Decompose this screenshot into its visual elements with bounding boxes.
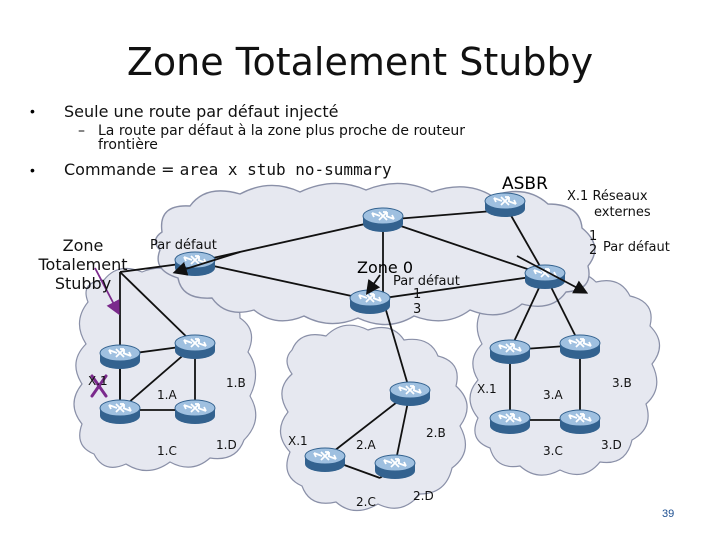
router-icon <box>489 339 531 365</box>
ext-x1-label: X.1 Réseaux <box>567 189 648 204</box>
router-icon <box>374 454 416 480</box>
par-defaut-center: Par défaut <box>393 274 460 289</box>
bullet-2-command: area x stub no-summary <box>179 160 392 179</box>
router-icon <box>349 289 391 315</box>
asbr-label: ASBR <box>502 174 548 194</box>
area3-d-label: 3.D <box>601 438 622 452</box>
router-icon <box>362 207 404 233</box>
area2-x1-label: X.1 <box>288 434 308 448</box>
bullet-dot-1: • <box>30 103 35 119</box>
area3-x1-label: X.1 <box>477 382 497 396</box>
area1-c-label: 1.C <box>157 444 177 458</box>
ext-reseaux-text: Réseaux <box>592 189 648 204</box>
arrow-icon <box>516 255 589 294</box>
num-2-right: 2 <box>589 243 598 258</box>
arrow-icon <box>94 267 120 316</box>
num-1-center: 1 <box>413 287 422 302</box>
par-defaut-right: Par défaut <box>603 240 670 255</box>
num-1-right: 1 <box>589 229 598 244</box>
bullet-2-prefix: Commande = <box>64 160 175 179</box>
router-icon <box>174 399 216 425</box>
zone-left-line1: Zone <box>62 236 104 255</box>
zone-left-line3: Stubby <box>54 274 112 293</box>
area1-x1-label: X.1 <box>88 374 108 388</box>
bullet-1-dash: – <box>78 123 85 139</box>
router-icon <box>99 399 141 425</box>
zone0-label: Zone 0 <box>357 258 413 277</box>
zone-left-label: Zone Totalement Stubby <box>24 236 142 293</box>
router-icon <box>174 251 216 277</box>
bullet-1-sub-line1: La route par défaut à la zone plus proch… <box>98 123 466 139</box>
area2-c-label: 2.C <box>356 495 376 509</box>
arrow-icon <box>365 274 381 295</box>
area1-d-label: 1.D <box>216 438 237 452</box>
ext-x1-text: X.1 <box>567 189 589 204</box>
router-icon <box>389 381 431 407</box>
arrow-icon <box>172 251 241 276</box>
bullet-dot-2: • <box>30 162 35 178</box>
router-icon <box>489 409 531 435</box>
bullet-1-sub-line2: frontière <box>98 137 158 153</box>
area1-a-label: 1.A <box>157 388 177 402</box>
router-icon <box>484 192 526 218</box>
router-icon <box>99 344 141 370</box>
page-number: 39 <box>662 508 675 520</box>
router-icon <box>524 264 566 290</box>
router-icon <box>559 334 601 360</box>
router-icon <box>304 447 346 473</box>
router-icon <box>559 409 601 435</box>
num-3-center: 3 <box>413 302 422 317</box>
area2-d-label: 2.D <box>413 489 434 503</box>
cross-icon <box>90 374 108 398</box>
area2-cloud <box>279 324 468 512</box>
page-title: Zone Totalement Stubby <box>126 40 594 84</box>
area1-b-label: 1.B <box>226 376 246 390</box>
area3-a-label: 3.A <box>543 388 563 402</box>
par-defaut-left: Par défaut <box>150 238 217 253</box>
area2-b-label: 2.B <box>426 426 446 440</box>
router-icon <box>174 334 216 360</box>
bullet-2: Commande = area x stub no-summary <box>64 160 392 179</box>
area2-a-label: 2.A <box>356 438 376 452</box>
area3-b-label: 3.B <box>612 376 632 390</box>
area3-c-label: 3.C <box>543 444 563 458</box>
bullet-1: Seule une route par défaut injecté <box>64 102 339 121</box>
ext-externes-label: externes <box>594 205 651 220</box>
zone-left-line2: Totalement <box>38 255 128 274</box>
